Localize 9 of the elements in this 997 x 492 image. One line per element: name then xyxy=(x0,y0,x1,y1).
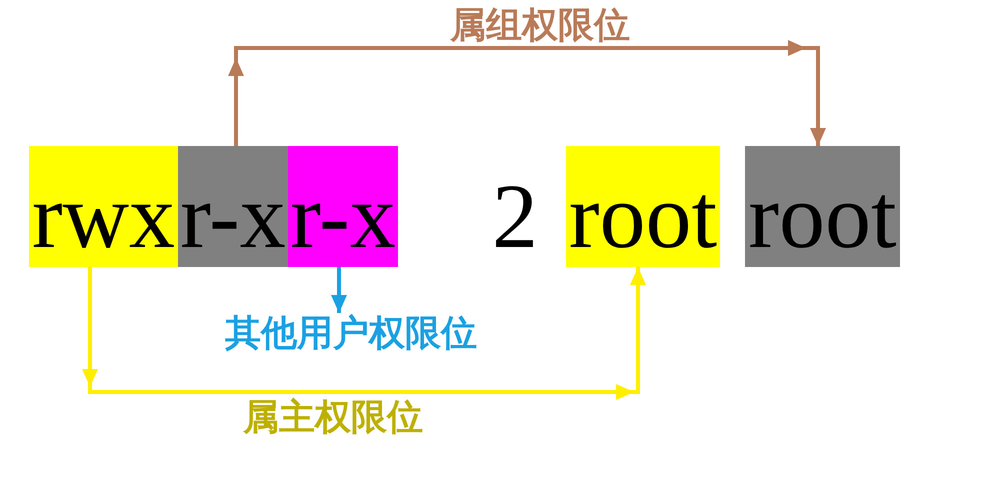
edge-label: 属主权限位 xyxy=(243,397,423,437)
highlight-box: rwx xyxy=(29,146,178,267)
highlight-box: r-x xyxy=(178,146,288,267)
highlight-box: root xyxy=(745,146,900,267)
number-label: 2 xyxy=(492,166,538,268)
highlight-box: root xyxy=(566,146,720,267)
highlight-box: r-x xyxy=(288,146,398,267)
edge-label: 属组权限位 xyxy=(450,5,630,45)
annotation-text: 其他用户权限位 xyxy=(225,313,477,353)
